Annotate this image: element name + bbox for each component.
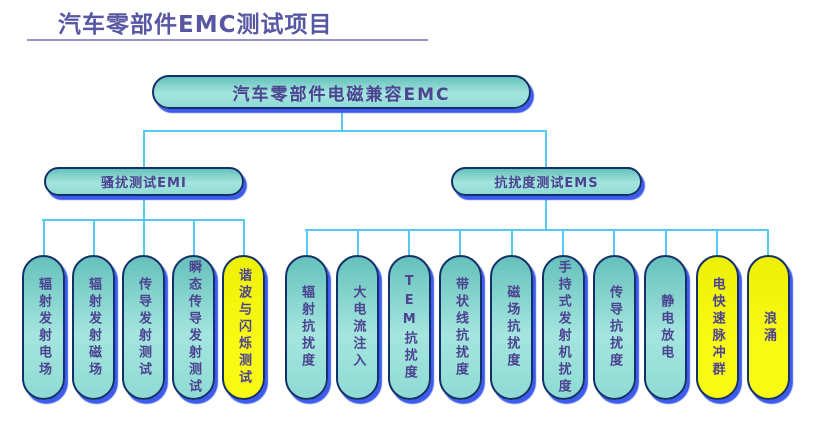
leaf-node-label: 电快速脉冲群	[709, 276, 725, 379]
leaf-node: TEM抗扰度	[387, 229, 431, 400]
leaf-node-label: 辐射发射电场	[36, 276, 51, 379]
leaf-node: 磁场抗扰度	[490, 229, 534, 400]
connector-leaf-drop	[664, 229, 667, 255]
leaf-node-pill[interactable]: 传导抗扰度	[592, 255, 636, 400]
connector-emi-drop	[143, 196, 145, 220]
leaf-node: 静电放电	[644, 229, 688, 400]
connector-leaf-drop	[92, 219, 95, 255]
leaf-node-pill[interactable]: 手持式发射机扰度	[541, 255, 585, 400]
leaf-node-label: 浪涌	[760, 310, 776, 345]
connector-leaf-drop	[192, 219, 195, 255]
leaf-node-label: 辐射发射磁场	[86, 276, 101, 379]
title-underline	[27, 39, 428, 41]
leaf-row-ems: 辐射抗扰度 大电流注入 TEM抗扰度 带状线抗扰度 磁场抗扰度 手持式发射机扰度	[285, 229, 790, 400]
node-root[interactable]: 汽车零部件电磁兼容EMC	[152, 75, 531, 109]
leaf-node-label: 大电流注入	[350, 285, 366, 370]
connector-leaf-drop	[459, 229, 462, 255]
leaf-node: 带状线抗扰度	[438, 229, 482, 400]
connector-ems-drop	[545, 196, 547, 230]
page-title: 汽车零部件EMC测试项目	[58, 12, 333, 38]
leaf-node-pill[interactable]: 传导发射测试	[122, 255, 165, 400]
leaf-node-label: 磁场抗扰度	[504, 285, 520, 370]
leaf-node-label: 辐射抗扰度	[299, 285, 314, 370]
connector-root-drop	[341, 109, 343, 131]
leaf-node-pill[interactable]: 磁场抗扰度	[490, 255, 534, 400]
leaf-node: 传导抗扰度	[592, 229, 636, 400]
connector-emi-rise	[143, 130, 145, 168]
leaf-node: 浪涌	[746, 229, 790, 400]
connector-leaf-drop	[716, 229, 719, 255]
leaf-node-label: 手持式发射机扰度	[555, 259, 571, 396]
leaf-node: 电快速脉冲群	[695, 229, 739, 400]
connector-ems-leafbar	[305, 229, 769, 231]
leaf-node: 辐射抗扰度	[285, 229, 328, 400]
leaf-node-label: 传导抗扰度	[606, 285, 622, 370]
leaf-node-pill[interactable]: TEM抗扰度	[387, 255, 431, 400]
leaf-node: 手持式发射机扰度	[541, 229, 585, 400]
leaf-node: 瞬态传导发射测试	[172, 219, 215, 400]
node-branch-ems[interactable]: 抗扰度测试EMS	[451, 167, 642, 196]
leaf-node-label: 谐波与闪烁测试	[236, 268, 251, 387]
connector-leaf-drop	[305, 229, 308, 255]
leaf-node-pill[interactable]: 谐波与闪烁测试	[222, 255, 265, 400]
connector-leaf-drop	[242, 219, 245, 255]
connector-leaf-drop	[408, 229, 411, 255]
leaf-node: 谐波与闪烁测试	[222, 219, 265, 400]
connector-leaf-drop	[562, 229, 565, 255]
connector-leaf-drop	[613, 229, 616, 255]
connector-leaf-drop	[42, 219, 45, 255]
leaf-node-label: 带状线抗扰度	[452, 276, 468, 379]
connector-leaf-drop	[510, 229, 513, 255]
connector-leaf-drop	[767, 229, 770, 255]
leaf-node-pill[interactable]: 瞬态传导发射测试	[172, 255, 215, 400]
leaf-node-pill[interactable]: 静电放电	[644, 255, 688, 400]
connector-ems-rise	[545, 130, 547, 168]
leaf-node-pill[interactable]: 浪涌	[746, 255, 790, 400]
leaf-node-label: 静电放电	[658, 293, 674, 362]
leaf-node-label: 传导发射测试	[136, 276, 151, 379]
leaf-node-pill[interactable]: 辐射发射磁场	[72, 255, 115, 400]
leaf-node-label: TEM抗扰度	[401, 273, 417, 382]
connector-leaf-drop	[356, 229, 359, 255]
leaf-node-label: 瞬态传导发射测试	[186, 259, 201, 396]
leaf-node: 辐射发射电场	[22, 219, 65, 400]
leaf-node: 大电流注入	[336, 229, 380, 400]
leaf-node-pill[interactable]: 电快速脉冲群	[695, 255, 739, 400]
leaf-node-pill[interactable]: 辐射抗扰度	[285, 255, 328, 400]
connector-leaf-drop	[142, 219, 145, 255]
leaf-node-pill[interactable]: 大电流注入	[336, 255, 380, 400]
connector-branch-bar	[143, 130, 547, 132]
leaf-node-pill[interactable]: 带状线抗扰度	[438, 255, 482, 400]
leaf-node: 传导发射测试	[122, 219, 165, 400]
leaf-node: 辐射发射磁场	[72, 219, 115, 400]
node-branch-emi[interactable]: 骚扰测试EMI	[44, 167, 244, 196]
leaf-node-pill[interactable]: 辐射发射电场	[22, 255, 65, 400]
leaf-row-emi: 辐射发射电场 辐射发射磁场 传导发射测试 瞬态传导发射测试 谐波与闪烁测试	[22, 219, 265, 400]
